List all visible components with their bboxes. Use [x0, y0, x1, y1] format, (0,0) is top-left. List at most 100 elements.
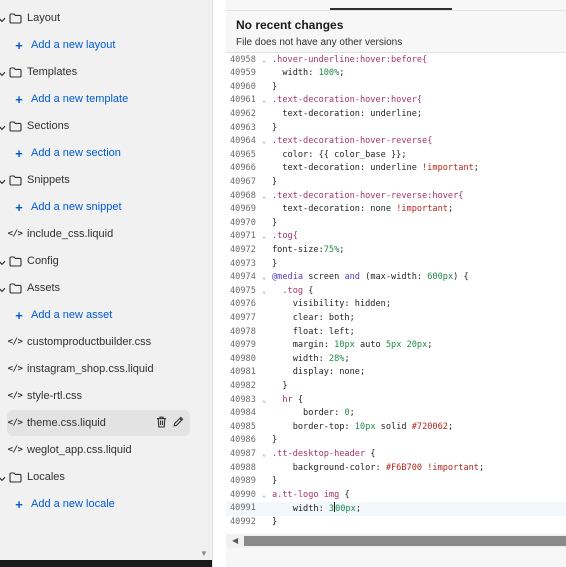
code-line[interactable]: 40960}: [226, 81, 566, 95]
add-a-new-locale-link[interactable]: +Add a new locale: [7, 491, 190, 517]
line-number: 40983: [230, 394, 256, 405]
code-line[interactable]: 40979 margin: 10px auto 5px 20px;: [226, 339, 566, 353]
code-line[interactable]: 40987⌄.tt-desktop-header {: [226, 448, 566, 462]
code-file-icon: </>: [7, 418, 23, 428]
horizontal-scrollbar[interactable]: ◀: [226, 534, 566, 548]
line-number: 40976: [230, 299, 256, 310]
active-tab-indicator[interactable]: [330, 0, 452, 10]
code-line[interactable]: 40977 clear: both;: [226, 312, 566, 326]
line-number: 40963: [230, 122, 256, 133]
fold-chevron-icon[interactable]: ⌄: [262, 395, 267, 404]
fold-chevron-icon[interactable]: ⌄: [262, 286, 267, 295]
file-theme-css-liquid[interactable]: </>theme.css.liquid: [7, 410, 190, 436]
tree-row-label: Config: [27, 255, 59, 267]
code-line[interactable]: 40984 border: 0;: [226, 407, 566, 421]
folder-icon: [7, 65, 23, 79]
folder-templates[interactable]: Templates: [0, 59, 190, 85]
fold-chevron-icon[interactable]: ⌄: [262, 96, 267, 105]
file-include-css-liquid[interactable]: </>include_css.liquid: [7, 221, 190, 247]
fold-chevron-icon[interactable]: ⌄: [262, 137, 267, 146]
folder-layout[interactable]: Layout: [0, 5, 190, 31]
code-line[interactable]: 40958⌄.hover-underline:hover:before{: [226, 54, 566, 68]
file-customproductbuilder-css[interactable]: </>customproductbuilder.css: [7, 329, 190, 355]
fold-chevron-icon[interactable]: ⌄: [262, 191, 267, 200]
code-line[interactable]: 40985 border-top: 10px solid #720062;: [226, 421, 566, 435]
line-number: 40972: [230, 244, 256, 255]
code-line[interactable]: 40982 }: [226, 380, 566, 394]
tree-row-label: Assets: [27, 282, 61, 294]
code-line[interactable]: 40978 float: left;: [226, 326, 566, 340]
code-line[interactable]: 40976 visibility: hidden;: [226, 298, 566, 312]
line-number: 40967: [230, 176, 256, 187]
code-line[interactable]: 40963}: [226, 122, 566, 136]
file-instagram-shop-css-liquid[interactable]: </>instagram_shop.css.liquid: [7, 356, 190, 382]
scroll-left-arrow-icon[interactable]: ◀: [232, 536, 239, 545]
delete-file-icon[interactable]: [156, 416, 167, 431]
code-line[interactable]: 40988 background-color: #F6B700 !importa…: [226, 462, 566, 476]
add-a-new-layout-link[interactable]: +Add a new layout: [7, 32, 190, 58]
add-a-new-snippet-link[interactable]: +Add a new snippet: [7, 194, 190, 220]
code-line[interactable]: 40967}: [226, 176, 566, 190]
chevron-down-icon[interactable]: [0, 257, 6, 269]
code-line[interactable]: 40962 text-decoration: underline;: [226, 108, 566, 122]
code-line[interactable]: 40986}: [226, 434, 566, 448]
fold-chevron-icon[interactable]: ⌄: [262, 449, 267, 458]
chevron-down-icon[interactable]: [0, 473, 6, 485]
code-text: .text-decoration-hover-reverse:hover{: [272, 190, 464, 201]
line-number: 40980: [230, 353, 256, 364]
code-text: text-decoration: none !important;: [272, 204, 454, 215]
folder-sections[interactable]: Sections: [0, 113, 190, 139]
history-title: No recent changes: [236, 18, 344, 32]
rename-file-icon[interactable]: [173, 416, 184, 431]
add-a-new-section-link[interactable]: +Add a new section: [7, 140, 190, 166]
code-line[interactable]: 40964⌄.text-decoration-hover-reverse{: [226, 135, 566, 149]
scrollbar-thumb[interactable]: [244, 536, 566, 546]
add-a-new-template-link[interactable]: +Add a new template: [7, 86, 190, 112]
line-number: 40984: [230, 408, 256, 419]
folder-locales[interactable]: Locales: [0, 464, 190, 490]
chevron-down-icon[interactable]: [0, 176, 6, 188]
code-line[interactable]: 40973}: [226, 258, 566, 272]
folder-assets[interactable]: Assets: [0, 275, 190, 301]
scroll-down-arrow-icon[interactable]: ▼: [200, 549, 208, 558]
chevron-down-icon[interactable]: [0, 68, 6, 80]
code-line[interactable]: 40965 color: {{ color_base }};: [226, 149, 566, 163]
folder-snippets[interactable]: Snippets: [0, 167, 190, 193]
code-text: }: [272, 476, 278, 487]
chevron-down-icon[interactable]: [0, 122, 6, 134]
file-weglot-app-css-liquid[interactable]: </>weglot_app.css.liquid: [7, 437, 190, 463]
code-line[interactable]: 40971⌄.tog{: [226, 230, 566, 244]
fold-chevron-icon[interactable]: ⌄: [262, 490, 267, 499]
file-style-rtl-css[interactable]: </>style-rtl.css: [7, 383, 190, 409]
code-line[interactable]: 40966 text-decoration: underline !import…: [226, 162, 566, 176]
code-line[interactable]: 40981 display: none;: [226, 366, 566, 380]
code-line[interactable]: 40980 width: 28%;: [226, 353, 566, 367]
code-line[interactable]: 40975⌄ .tog {: [226, 285, 566, 299]
add-a-new-asset-link[interactable]: +Add a new asset: [7, 302, 190, 328]
code-line[interactable]: 40983⌄ hr {: [226, 394, 566, 408]
code-text: width: 300px;: [272, 502, 361, 515]
folder-icon: [7, 281, 23, 295]
code-line[interactable]: 40974⌄@media screen and (max-width: 600p…: [226, 271, 566, 285]
fold-chevron-icon[interactable]: ⌄: [262, 232, 267, 241]
history-subtitle: File does not have any other versions: [236, 37, 403, 48]
code-text: }: [272, 217, 278, 228]
chevron-down-icon[interactable]: [0, 284, 6, 296]
code-line[interactable]: 40989}: [226, 475, 566, 489]
folder-config[interactable]: Config: [0, 248, 190, 274]
code-line[interactable]: 40970}: [226, 217, 566, 231]
line-number: 40969: [230, 204, 256, 215]
code-line[interactable]: 40968⌄.text-decoration-hover-reverse:hov…: [226, 190, 566, 204]
plus-icon: +: [15, 307, 23, 323]
code-line[interactable]: 40969 text-decoration: none !important;: [226, 203, 566, 217]
code-line[interactable]: 40991 width: 300px;: [226, 502, 566, 516]
code-line[interactable]: 40961⌄.text-decoration-hover:hover{: [226, 94, 566, 108]
code-line[interactable]: 40992}: [226, 516, 566, 530]
chevron-down-icon[interactable]: [0, 14, 6, 26]
fold-chevron-icon[interactable]: ⌄: [262, 55, 267, 64]
code-line[interactable]: 40959 width: 100%;: [226, 67, 566, 81]
code-line[interactable]: 40990⌄a.tt-logo img {: [226, 489, 566, 503]
code-editor[interactable]: 40958⌄.hover-underline:hover:before{4095…: [226, 52, 566, 534]
fold-chevron-icon[interactable]: ⌄: [262, 273, 267, 282]
